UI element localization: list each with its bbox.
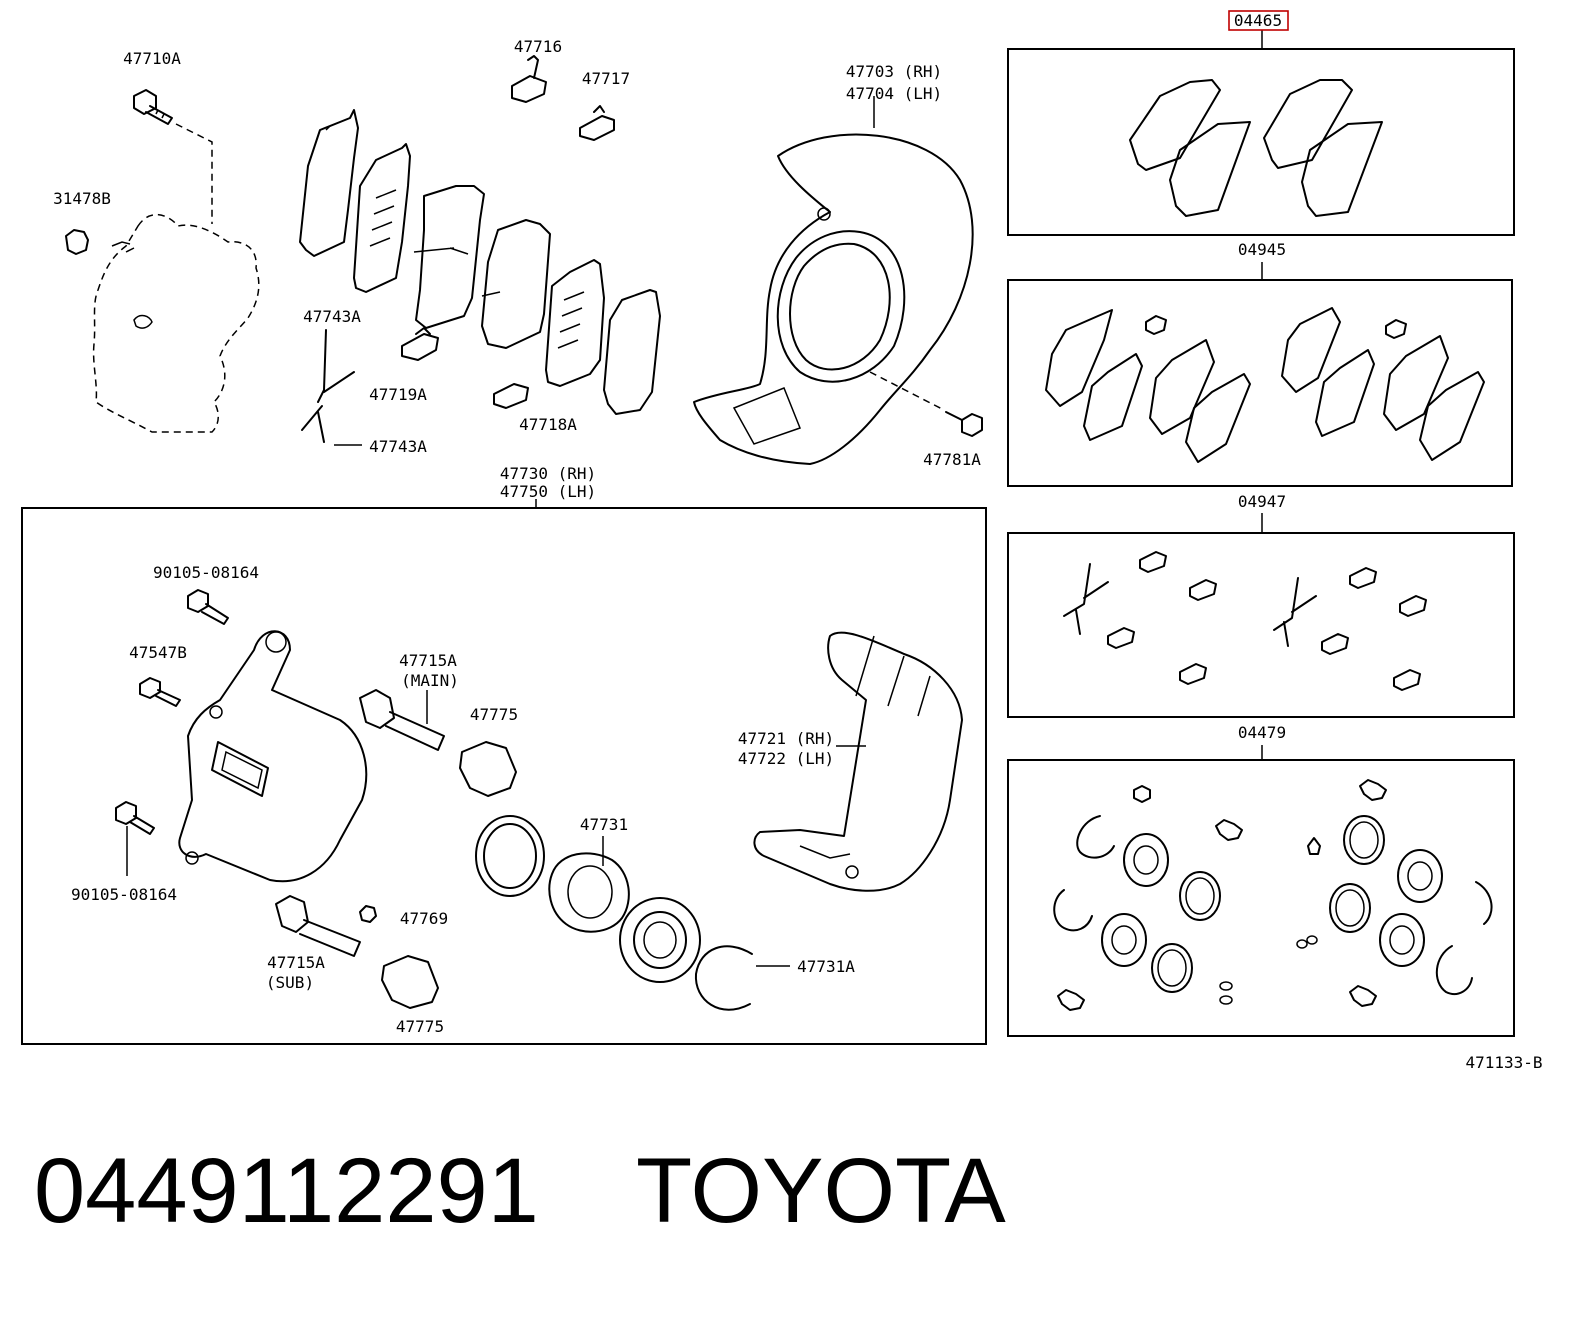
kit-box-04947: [1007, 532, 1515, 718]
set-ring-47731a[interactable]: [694, 945, 753, 1011]
kit-04945-shims: [1045, 307, 1485, 463]
leader-47710a: [175, 123, 213, 224]
label-47730-rh: 47730 (RH): [500, 464, 596, 483]
label-47722-lh: 47722 (LH): [738, 749, 834, 768]
kit-04947-clips: [1063, 551, 1427, 691]
piston[interactable]: [548, 852, 630, 933]
spring-47743a[interactable]: [301, 329, 355, 443]
label-47731: 47731: [580, 815, 628, 834]
label-47710a: 47710A: [123, 49, 181, 68]
label-47721-rh: 47721 (RH): [738, 729, 834, 748]
label-04945[interactable]: 04945: [1238, 240, 1286, 259]
kit-box-04479: [1007, 759, 1515, 1037]
label-47775-bottom: 47775: [396, 1017, 444, 1036]
kit-04465-pads: [1129, 79, 1383, 217]
label-47715a-sub: 47715A: [267, 953, 325, 972]
boot-47775-top[interactable]: [459, 741, 517, 797]
brake-pad-right: [481, 219, 551, 349]
label-04947[interactable]: 04947: [1238, 492, 1286, 511]
label-04479[interactable]: 04479: [1238, 723, 1286, 742]
diagram-code: 471133-B: [1465, 1053, 1542, 1072]
caliper-assembly-box: [21, 507, 987, 1045]
bolt-90105-top[interactable]: [187, 589, 229, 625]
clip-47719a[interactable]: [401, 327, 439, 361]
label-47717: 47717: [582, 69, 630, 88]
boot-47775-bottom[interactable]: [381, 955, 439, 1009]
label-31478b: 31478B: [53, 189, 111, 208]
guide-pin-main[interactable]: [359, 689, 445, 751]
label-90105-bottom: 90105-08164: [71, 885, 177, 904]
bolt-47781a[interactable]: [945, 411, 983, 437]
pad-shim-inner-right: [545, 259, 605, 387]
label-47775-top: 47775: [470, 705, 518, 724]
caliper-cylinder[interactable]: [178, 630, 368, 883]
label-47716: 47716: [514, 37, 562, 56]
kit-box-04945: [1007, 279, 1513, 487]
brand-name: TOYOTA: [636, 1140, 1006, 1242]
kit-box-04465: [1007, 48, 1515, 236]
label-47750-lh: 47750 (LH): [500, 482, 596, 501]
label-47547b: 47547B: [129, 643, 187, 662]
clip-47718a[interactable]: [493, 383, 529, 409]
highlight-04465: [1228, 10, 1289, 31]
brake-pad-left: [413, 185, 485, 329]
label-47731a: 47731A: [797, 957, 855, 976]
label-47781a: 47781A: [923, 450, 981, 469]
dust-cover[interactable]: [693, 133, 974, 465]
label-47719a: 47719A: [369, 385, 427, 404]
pad-shim-outer-right: [603, 289, 661, 415]
dust-boot[interactable]: [619, 897, 701, 983]
plug-31478b[interactable]: [65, 229, 89, 255]
bolt-47710a[interactable]: [133, 89, 173, 125]
label-04465[interactable]: 04465: [1234, 11, 1282, 30]
torque-plate[interactable]: [753, 631, 963, 892]
kit-04479-seals: [1053, 779, 1493, 1011]
bolt-90105-bottom[interactable]: [115, 801, 155, 835]
caliper-body-outline: [92, 214, 260, 433]
piston-seal-47731[interactable]: [475, 815, 545, 897]
clip-47717[interactable]: [579, 105, 615, 141]
label-90105-top: 90105-08164: [153, 563, 259, 582]
part-number: 0449112291: [34, 1140, 539, 1242]
label-47704-lh: 47704 (LH): [846, 84, 942, 103]
guide-pin-sub[interactable]: [275, 895, 361, 957]
label-main: (MAIN): [401, 671, 459, 690]
leader-47781a: [869, 371, 945, 411]
bleeder-47547b[interactable]: [139, 677, 181, 707]
label-47718a: 47718A: [519, 415, 577, 434]
pad-shim-inner-left: [353, 143, 411, 293]
label-47703-rh: 47703 (RH): [846, 62, 942, 81]
pad-shim-outer-left: [299, 109, 359, 257]
cap-47769[interactable]: [359, 905, 377, 923]
label-47769: 47769: [400, 909, 448, 928]
label-47715a-main: 47715A: [399, 651, 457, 670]
label-sub: (SUB): [266, 973, 314, 992]
clip-47716[interactable]: [511, 55, 547, 103]
label-47743a-bottom: 47743A: [369, 437, 427, 456]
label-47743a-top: 47743A: [303, 307, 361, 326]
